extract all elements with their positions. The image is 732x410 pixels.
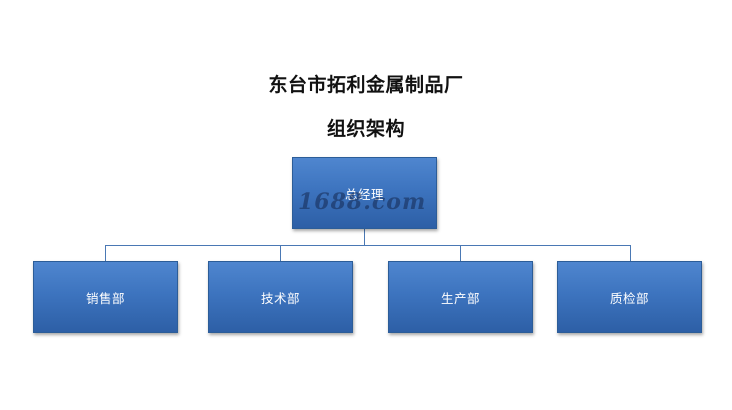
org-node-sales-dept: 销售部	[33, 261, 178, 333]
connector-child-qc	[630, 245, 631, 261]
org-node-label: 技术部	[260, 290, 300, 306]
chart-subtitle: 组织架构	[326, 118, 405, 140]
connector-horizontal	[105, 245, 631, 246]
company-title: 东台市拓利金属制品厂	[268, 74, 464, 96]
org-node-general-manager: 总经理	[292, 157, 437, 229]
org-node-label: 质检部	[609, 290, 649, 306]
org-node-production-dept: 生产部	[388, 261, 533, 333]
connector-child-production	[460, 245, 461, 261]
connector-root-vertical	[364, 229, 365, 245]
org-node-label: 总经理	[344, 186, 384, 202]
connector-child-sales	[105, 245, 106, 261]
org-node-tech-dept: 技术部	[208, 261, 353, 333]
connector-child-tech	[280, 245, 281, 261]
org-node-label: 生产部	[440, 290, 480, 306]
org-node-qc-dept: 质检部	[557, 261, 702, 333]
org-node-label: 销售部	[85, 290, 125, 306]
